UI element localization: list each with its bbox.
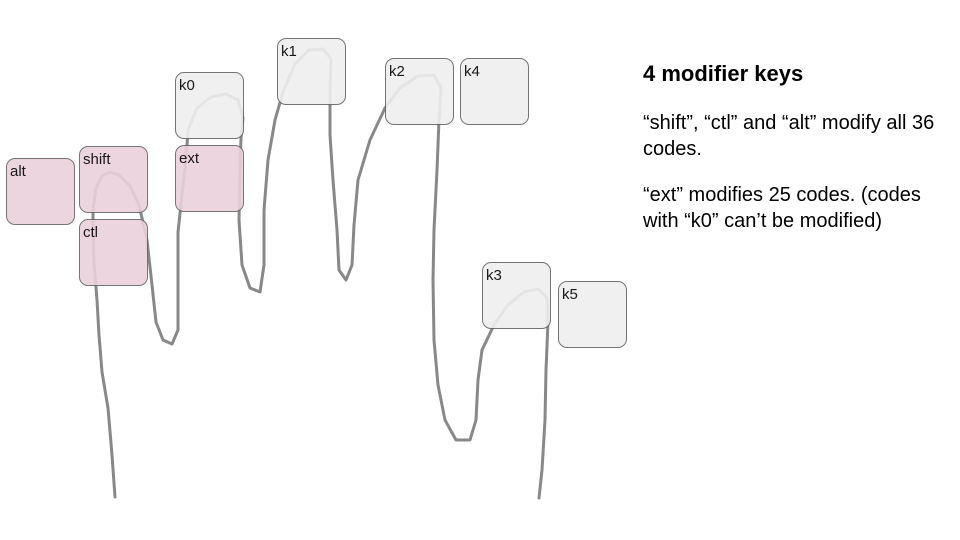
ext-key-label: ext (179, 150, 200, 167)
k4-key-label: k4 (464, 63, 480, 80)
k1-key-label: k1 (281, 43, 297, 60)
k2-key: k2 (385, 58, 454, 125)
alt-key-label: alt (10, 163, 26, 180)
k3-key-label: k3 (486, 267, 502, 284)
k0-key-label: k0 (179, 77, 195, 94)
k2-key-label: k2 (389, 63, 405, 80)
panel-title: 4 modifier keys (643, 61, 804, 86)
ctl-key-label: ctl (83, 224, 98, 241)
k0-key: k0 (175, 72, 244, 139)
k4-key: k4 (460, 58, 529, 125)
paragraph-shift-ctl-alt: “shift”, “ctl” and “alt” modify all 36 c… (643, 112, 935, 160)
alt-modifier-key: alt (6, 158, 75, 225)
explanation-panel: 4 modifier keys “shift”, “ctl” and “alt”… (643, 60, 943, 254)
shift-modifier-key: shift (79, 146, 148, 213)
k5-key: k5 (558, 281, 627, 348)
ext-modifier-key: ext (175, 145, 244, 212)
k1-key: k1 (277, 38, 346, 105)
shift-key-label: shift (83, 151, 111, 168)
paragraph-ext: “ext” modifies 25 codes. (codes with “k0… (643, 184, 921, 232)
k3-key: k3 (482, 262, 551, 329)
ctl-modifier-key: ctl (79, 219, 148, 286)
k5-key-label: k5 (562, 286, 578, 303)
